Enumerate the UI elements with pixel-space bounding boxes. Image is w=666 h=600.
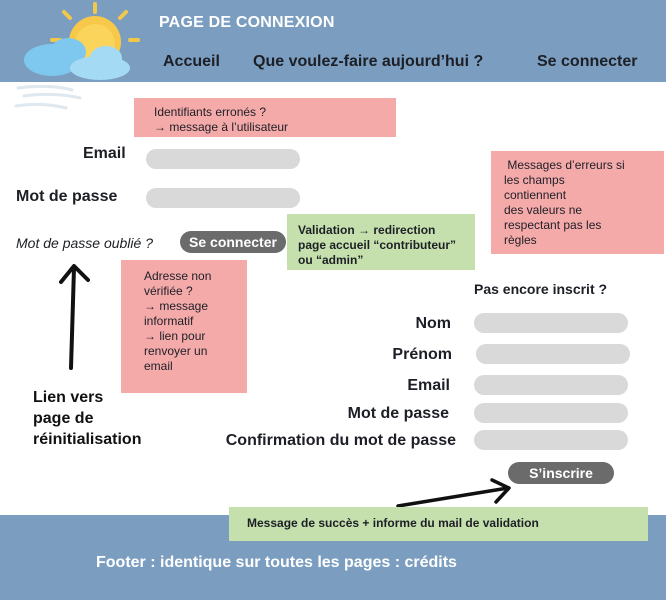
note-line: → lien pour	[144, 329, 206, 343]
note-line: les champs	[504, 173, 565, 187]
note-line: → message	[144, 299, 209, 313]
note-line: règles	[504, 233, 537, 247]
note-line: Validation → redirection	[298, 223, 436, 237]
note-line: renvoyer un	[144, 344, 208, 358]
register-password-field[interactable]	[474, 403, 628, 423]
login-email-field[interactable]	[146, 149, 300, 169]
register-button[interactable]: S’inscrire	[508, 462, 614, 484]
register-firstname-label: Prénom	[392, 346, 452, 363]
arrow-up-icon	[59, 264, 90, 370]
note-line: respectant pas les	[504, 218, 602, 232]
footer-text: Footer : identique sur toutes les pages …	[96, 554, 457, 571]
note-success: Message de succès + informe du mail de v…	[229, 507, 648, 541]
annotation-line: Lien vers	[33, 389, 104, 406]
register-password-label: Mot de passe	[347, 405, 449, 422]
note-line: → message à l’utilisateur	[154, 120, 289, 134]
login-button[interactable]: Se connecter	[180, 231, 286, 253]
note-validation: Validation → redirection page accueil “c…	[287, 214, 475, 270]
reset-link-annotation: Lien vers page de réinitialisation	[33, 387, 141, 450]
page-title: PAGE DE CONNEXION	[159, 14, 335, 31]
annotation-line: page de	[33, 410, 94, 427]
register-lastname-field[interactable]	[474, 313, 628, 333]
note-line: page accueil “contributeur”	[298, 238, 457, 252]
register-confirm-label: Confirmation du mot de passe	[225, 432, 456, 449]
note-line: Identifiants erronés ?	[154, 105, 267, 119]
register-heading: Pas encore inscrit ?	[474, 281, 608, 297]
forgot-password-link[interactable]: Mot de passe oublié ?	[16, 235, 153, 251]
nav-activities[interactable]: Que voulez-faire aujourd’hui ?	[253, 53, 484, 70]
note-line: email	[144, 359, 173, 373]
note-line: Messages d’erreurs si	[504, 158, 625, 172]
note-line: Adresse non	[144, 269, 212, 283]
note-line: des valeurs ne	[504, 203, 583, 217]
note-line: ou “admin”	[298, 253, 364, 267]
register-confirm-field[interactable]	[474, 430, 628, 450]
email-label: Email	[83, 145, 126, 162]
nav-accueil[interactable]: Accueil	[163, 53, 220, 70]
note-wrong-credentials: Identifiants erronés ? → message à l’uti…	[134, 98, 396, 137]
register-lastname-label: Nom	[415, 315, 451, 332]
login-password-field[interactable]	[146, 188, 300, 208]
arrow-right-icon	[396, 478, 511, 508]
note-line: contiennent	[504, 188, 567, 202]
register-email-field[interactable]	[474, 375, 628, 395]
note-line: informatif	[144, 314, 194, 328]
note-field-errors: Messages d’erreurs si les champs contien…	[491, 151, 664, 254]
annotation-line: réinitialisation	[33, 431, 142, 448]
note-unverified-address: Adresse non vérifiée ? → message informa…	[121, 260, 247, 393]
note-line: vérifiée ?	[144, 284, 193, 298]
nav-login[interactable]: Se connecter	[537, 53, 638, 70]
sun-cloud-wind-icon	[14, 2, 140, 110]
password-label: Mot de passe	[16, 188, 118, 205]
register-email-label: Email	[407, 377, 450, 394]
register-firstname-field[interactable]	[476, 344, 630, 364]
